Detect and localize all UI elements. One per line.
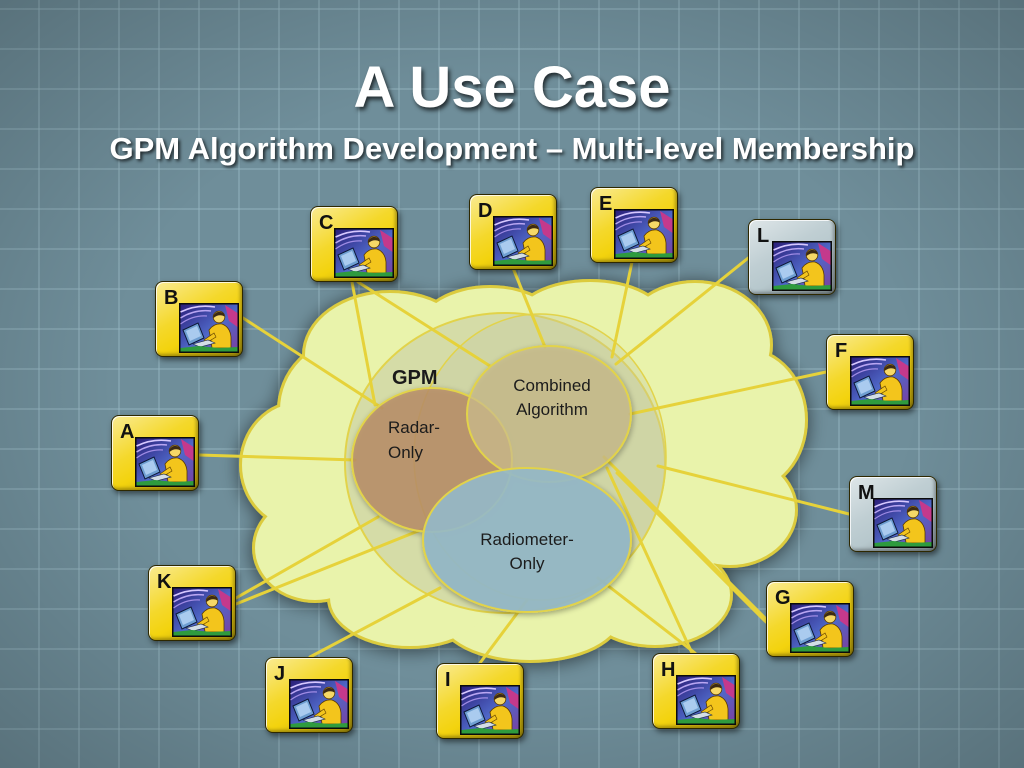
member-box-h: H xyxy=(652,653,740,729)
user-at-computer-icon xyxy=(334,228,394,278)
link-m-gpm xyxy=(656,464,851,516)
link-e-combined xyxy=(610,260,634,359)
member-label: D xyxy=(478,200,493,222)
member-label: A xyxy=(120,421,135,443)
member-box-b: B xyxy=(155,281,243,357)
member-label: I xyxy=(445,669,451,691)
radar-set-label-line2: Only xyxy=(388,443,423,462)
member-box-c: C xyxy=(310,206,398,282)
member-box-e: E xyxy=(590,187,678,263)
user-at-computer-icon xyxy=(135,437,195,487)
user-at-computer-icon xyxy=(614,209,674,259)
user-at-computer-icon xyxy=(850,356,910,406)
link-g-combined xyxy=(602,455,768,621)
membership-links xyxy=(197,253,851,665)
member-label: M xyxy=(858,482,875,504)
slide-title: A Use Case xyxy=(353,55,671,120)
link-j-radiometer xyxy=(308,586,442,659)
member-box-j: J xyxy=(265,657,353,733)
member-box-d: D xyxy=(469,194,557,270)
member-label: C xyxy=(319,212,334,234)
link-h-combined xyxy=(605,466,694,655)
member-box-a: A xyxy=(111,415,199,491)
member-box-l: L xyxy=(748,219,836,295)
user-at-computer-icon xyxy=(873,498,933,548)
member-label: L xyxy=(757,225,770,247)
slide-subtitle: GPM Algorithm Development – Multi-level … xyxy=(109,131,915,166)
radiometer-set-label-line1: Radiometer- xyxy=(480,530,574,549)
member-label: K xyxy=(157,571,172,593)
link-f-combined xyxy=(628,370,828,416)
link-c-radar xyxy=(350,280,377,407)
user-at-computer-icon xyxy=(493,216,553,266)
radiometer-only-set xyxy=(422,467,632,613)
member-box-k: K xyxy=(148,565,236,641)
user-at-computer-icon xyxy=(790,603,850,653)
user-at-computer-icon xyxy=(460,685,520,735)
user-at-computer-icon xyxy=(289,679,349,729)
radar-set-label-line1: Radar- xyxy=(388,418,440,437)
link-b-radar xyxy=(241,316,384,410)
member-box-g: G xyxy=(766,581,854,657)
member-box-i: I xyxy=(436,663,524,739)
member-box-f: F xyxy=(826,334,914,410)
link-c-combined xyxy=(356,280,492,368)
member-label: H xyxy=(661,659,676,681)
member-label: G xyxy=(775,587,791,609)
link-d-combined xyxy=(511,266,547,349)
link-k-radiometer xyxy=(234,525,430,606)
user-at-computer-icon xyxy=(172,587,232,637)
user-at-computer-icon xyxy=(676,675,736,725)
link-g-combined-2 xyxy=(615,471,768,624)
link-l-combined xyxy=(614,253,754,366)
user-at-computer-icon xyxy=(179,303,239,353)
user-at-computer-icon xyxy=(772,241,832,291)
member-label: F xyxy=(835,340,848,362)
link-a-radar xyxy=(197,453,357,462)
member-label: E xyxy=(599,193,613,215)
link-k-radar xyxy=(234,515,380,600)
combined-set-label-line1: Combined xyxy=(513,376,591,395)
radiometer-set-label-line2: Only xyxy=(510,554,545,573)
combined-set-label-line2: Algorithm xyxy=(516,400,588,419)
link-h-radiometer xyxy=(596,576,697,655)
member-label: J xyxy=(274,663,286,685)
member-box-m: M xyxy=(849,476,937,552)
member-label: B xyxy=(164,287,179,309)
gpm-group-label: GPM xyxy=(392,367,438,389)
